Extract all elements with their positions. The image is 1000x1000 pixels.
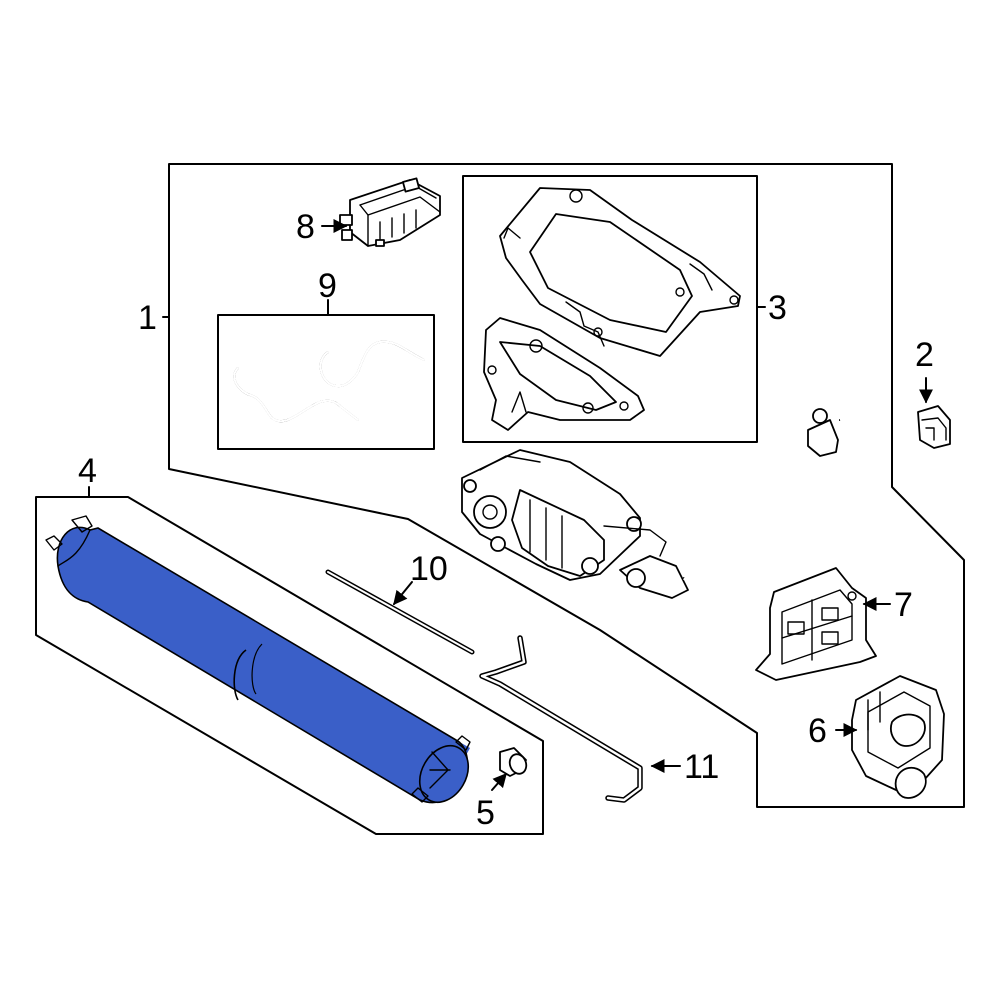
callout-7: 7	[894, 586, 913, 624]
part-5-plug[interactable]	[499, 747, 529, 777]
part-8-relay-module[interactable]	[339, 177, 441, 247]
callout-9: 9	[318, 267, 337, 305]
callout-3: 3	[768, 289, 787, 327]
callout-2: 2	[915, 336, 934, 374]
part-3-frame-bracket-upper[interactable]	[499, 187, 741, 357]
callout-4: 4	[78, 452, 97, 490]
callout-10-arrow	[393, 581, 413, 606]
callout-8: 8	[296, 208, 315, 246]
callout-5: 5	[476, 794, 495, 832]
part-9-hoses[interactable]	[233, 340, 426, 423]
part-3-frame-bracket-lower[interactable]	[483, 317, 645, 431]
subassembly-9-box	[217, 314, 435, 450]
part-10-strip[interactable]	[325, 569, 475, 655]
part-6-control-module[interactable]	[851, 675, 945, 799]
callout-1: 1	[138, 299, 157, 337]
callout-5-arrow	[491, 772, 507, 791]
part-1-air-compressor[interactable]	[461, 408, 860, 599]
callout-11: 11	[684, 748, 719, 786]
subassembly-3-box	[462, 175, 758, 443]
assembly-1-outline	[168, 163, 965, 808]
group-4-outline	[35, 496, 544, 835]
part-4-air-reservoir[interactable]	[45, 515, 478, 811]
part-7-mounting-bracket[interactable]	[755, 567, 877, 681]
callout-10: 10	[410, 550, 448, 588]
part-2-clip[interactable]	[917, 405, 951, 449]
part-11-air-pipe[interactable]	[479, 635, 643, 803]
callout-6: 6	[808, 712, 827, 750]
